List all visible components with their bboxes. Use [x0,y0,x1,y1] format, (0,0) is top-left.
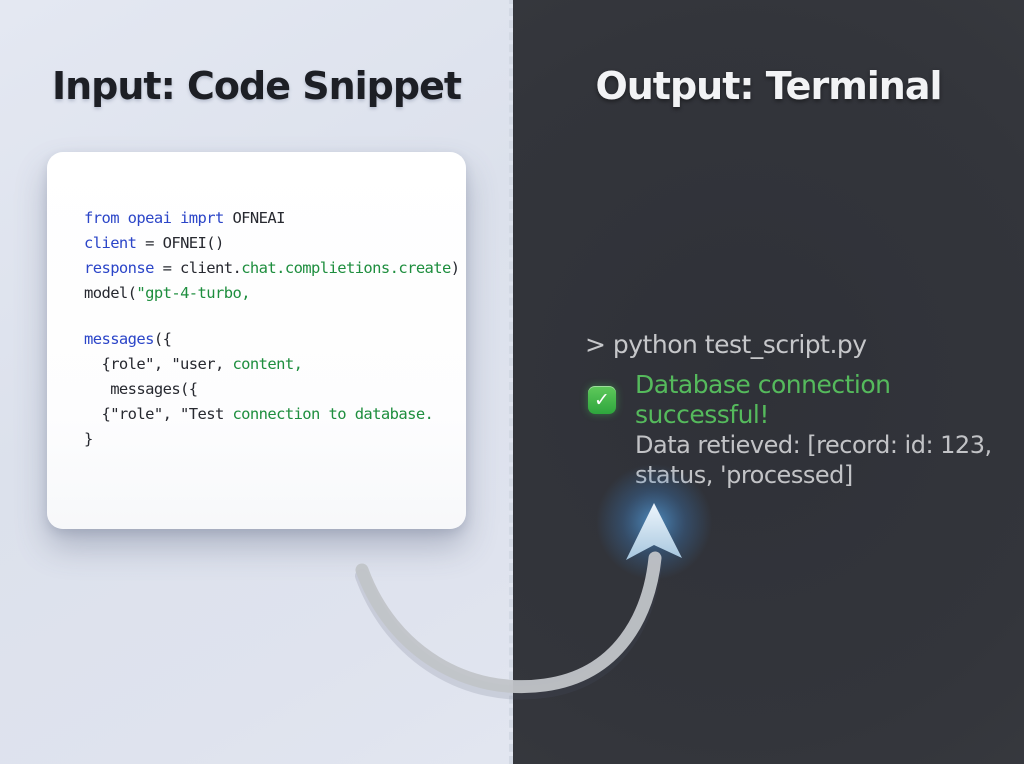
output-panel: Output: Terminal > python test_script.py… [513,0,1024,764]
terminal-result-line: Data retieved: [record: id: 123, [635,431,992,459]
code-token-green: "gpt-4-turbo, [136,284,250,302]
panel-divider-dashed-line [509,0,513,764]
code-line: {"role", "Test connection to database. [84,402,460,427]
code-line: client = OFNEI() [84,231,460,256]
output-panel-heading: Output: Terminal [595,64,942,108]
code-token-dark: model( [84,284,137,302]
input-panel: Input: Code Snippet from opeai imprt OFN… [0,0,513,764]
terminal-status-row: ✓ Database connection successful! [585,370,1024,430]
code-token-blue: response [84,259,154,277]
code-token-dark: messages({ [84,380,198,398]
code-line: from opeai imprt OFNEAI [84,206,460,231]
code-token-green: chat.complietions.create [241,259,451,277]
code-line: {role", "user, content, [84,352,460,377]
code-token-dark: OFNEAI [232,209,285,227]
code-token-blue: messages [84,330,154,348]
check-icon: ✓ [588,386,616,414]
code-line: } [84,427,460,452]
code-token-green: content, [232,355,303,373]
code-token-dark: = client. [153,259,242,277]
success-message: Database connection successful! [635,370,891,429]
terminal-command-line: > python test_script.py [585,330,867,359]
code-line: messages({ [84,327,460,352]
terminal-output: > python test_script.py ✓ Database conne… [585,330,1024,490]
code-line: response = client.chat.complietions.crea… [84,256,460,281]
terminal-result-line: status, 'processed] [635,461,853,489]
code-token-green: connection to database. [232,405,434,423]
code-token-dark: = OFNEI() [136,234,224,252]
code-token-blue: from opeai imprt [84,209,233,227]
code-token-dark: ({ [153,330,172,348]
code-token-dark: ) [450,259,460,277]
code-token-dark: {"role", "Test [84,405,233,423]
code-token-dark: } [84,430,93,448]
code-line: model("gpt-4-turbo, [84,281,460,306]
input-panel-heading: Input: Code Snippet [51,64,462,108]
code-line [84,306,460,327]
code-token-dark: {role", "user, [84,355,233,373]
code-token-blue: client [84,234,137,252]
code-line: messages({ [84,377,460,402]
